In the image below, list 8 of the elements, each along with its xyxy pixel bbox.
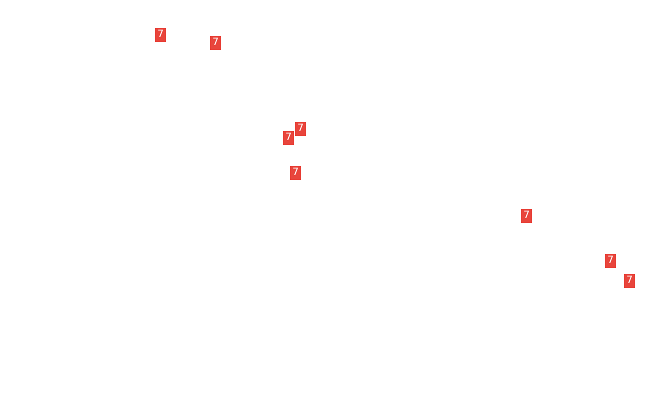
number-badge: 7 xyxy=(210,36,221,50)
number-badge: 7 xyxy=(521,209,532,223)
number-badge: 7 xyxy=(605,254,616,268)
number-badge: 7 xyxy=(283,131,294,145)
number-badge: 7 xyxy=(624,274,635,288)
number-badge: 7 xyxy=(290,166,301,180)
number-badge: 7 xyxy=(155,28,166,42)
number-badge: 7 xyxy=(295,122,306,136)
